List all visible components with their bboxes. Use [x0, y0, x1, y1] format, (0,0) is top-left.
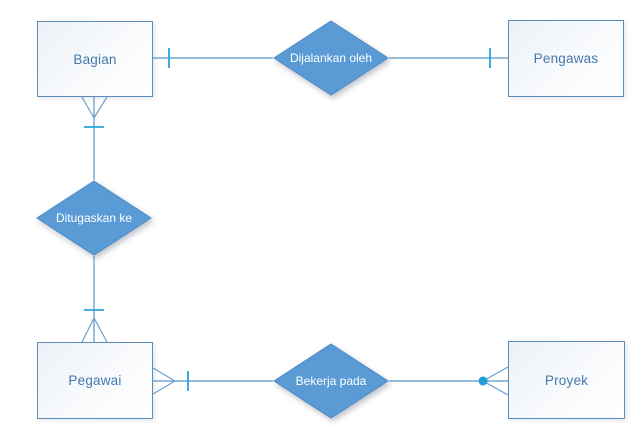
entity-pengawas-label: Pengawas — [533, 51, 599, 66]
entity-pengawas[interactable]: Pengawas — [508, 20, 624, 97]
connector-pegawai-to-bekerja-pada[interactable] — [152, 367, 273, 395]
entity-bagian[interactable]: Bagian — [37, 21, 153, 97]
crow-foot-many-marker — [93, 317, 108, 343]
entity-pegawai-label: Pegawai — [68, 373, 122, 388]
diamond-icon — [273, 20, 389, 96]
crow-foot-many-marker — [152, 380, 176, 395]
crow-foot-many-marker — [81, 317, 95, 343]
connector-bagian-to-ditugaskan-ke[interactable] — [81, 96, 108, 180]
diamond-icon — [273, 343, 389, 419]
relationship-bekerja-pada[interactable]: Bekerja pada — [273, 343, 389, 419]
connection-point-dot — [478, 376, 488, 386]
entity-proyek[interactable]: Proyek — [508, 341, 625, 419]
connector-bagian-to-dijalankan-oleh[interactable] — [153, 48, 273, 68]
diamond-icon — [36, 180, 152, 256]
crow-foot-many-marker — [93, 96, 108, 119]
relationship-dijalankan-oleh-label: Dijalankan oleh — [289, 51, 373, 65]
relationship-ditugaskan-ke-label: Ditugaskan ke — [55, 211, 133, 225]
crow-foot-many-marker — [482, 366, 509, 382]
relationship-dijalankan-oleh[interactable]: Dijalankan oleh — [273, 20, 389, 96]
crow-foot-many-marker — [81, 96, 95, 119]
relationship-bekerja-pada-label: Bekerja pada — [295, 374, 367, 388]
connector-ditugaskan-ke-to-pegawai[interactable] — [81, 256, 108, 343]
entity-pegawai[interactable]: Pegawai — [37, 342, 153, 419]
crow-foot-many-marker — [152, 367, 176, 382]
entity-proyek-label: Proyek — [544, 372, 589, 388]
relationship-ditugaskan-ke[interactable]: Ditugaskan ke — [36, 180, 152, 256]
connector-bekerja-pada-to-proyek[interactable] — [389, 366, 509, 396]
connector-dijalankan-oleh-to-pengawas[interactable] — [389, 48, 508, 68]
entity-bagian-label: Bagian — [73, 51, 117, 67]
crow-foot-many-marker — [482, 380, 509, 396]
